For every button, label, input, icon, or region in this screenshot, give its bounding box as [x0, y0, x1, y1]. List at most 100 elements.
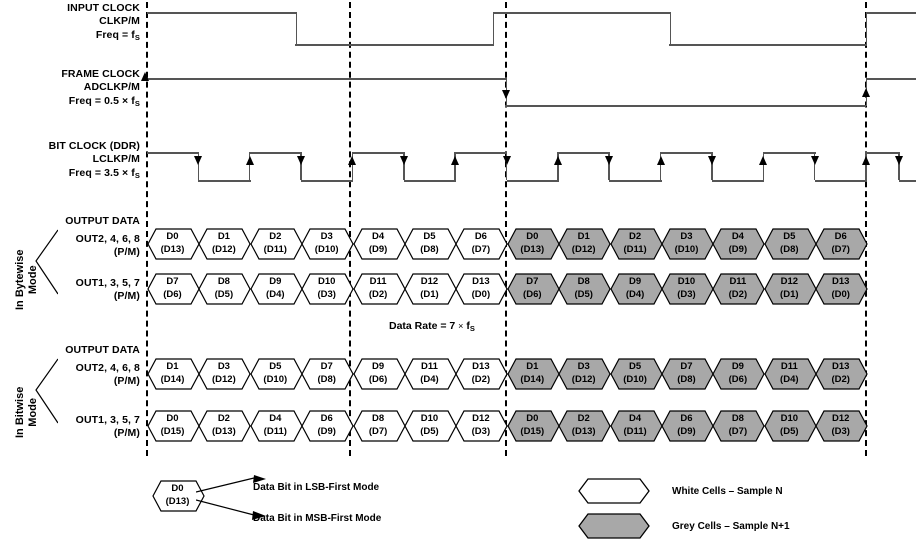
data-rate-sub: S — [469, 324, 475, 333]
data-cell: D10(D5) — [404, 409, 457, 443]
data-cell-bit-lsb: D7 — [526, 276, 539, 287]
data-cell-bit-msb: (D7) — [471, 244, 491, 255]
data-cell-bit-lsb: D8 — [372, 413, 385, 424]
data-cell: D3(D10) — [301, 227, 354, 261]
input-clock-freq-sub: S — [134, 33, 140, 42]
bit-clock-freq-text: Freq = 3.5 × f — [68, 167, 135, 179]
data-cell-bit-lsb: D13 — [831, 276, 850, 287]
data-cell: D3(D12) — [558, 357, 611, 391]
legend-callout-cell: D0(D13) — [152, 479, 205, 513]
data-cell: D5(D10) — [250, 357, 303, 391]
data-cell-bit-lsb: D2 — [269, 231, 282, 242]
data-cell-bit-msb: (D6) — [728, 374, 748, 385]
bit-clock-label-line3: Freq = 3.5 × fS — [0, 167, 140, 182]
data-cell-bit-lsb: D1 — [217, 231, 230, 242]
data-cell: D2(D13) — [198, 409, 252, 443]
data-cell-bit-msb: (D5) — [780, 426, 799, 437]
marker-line-mid — [349, 2, 351, 456]
data-cell-bit-msb: (D4) — [266, 289, 285, 300]
data-cell: D8(D7) — [712, 409, 766, 443]
data-cell-bit-lsb: D4 — [372, 231, 385, 242]
bytewise-brace — [35, 229, 58, 295]
data-rate-times: × — [458, 321, 464, 331]
bitwise-out-odd-label-line2: (P/M) — [113, 427, 140, 439]
data-cell-bit-lsb: D13 — [472, 361, 490, 372]
data-cell: D5(D10) — [609, 357, 663, 391]
bit-clock-label-line1: BIT CLOCK (DDR) — [48, 140, 140, 152]
data-cell: D12(D3) — [455, 409, 509, 443]
data-cell-bit-msb: (D8) — [780, 244, 799, 255]
data-cell-bit-msb: (D5) — [420, 426, 439, 437]
data-cell-bit-lsb: D11 — [421, 361, 438, 372]
bit-clock-fall-arrow — [399, 156, 408, 165]
data-cell-bit-lsb: D5 — [269, 361, 282, 372]
data-cell-bit-msb: (D10) — [314, 244, 339, 255]
data-cell: D4(D9) — [712, 227, 766, 261]
data-cell-bit-msb: (D8) — [317, 374, 336, 385]
data-cell-bit-msb: (D0) — [471, 289, 491, 300]
data-cell: D10(D5) — [764, 409, 817, 443]
bitwise-brace — [35, 358, 58, 424]
data-cell: D11(D4) — [764, 357, 817, 391]
legend-lsb-text: Data Bit in LSB-First Mode — [253, 482, 380, 493]
frame-clock-label-line3: Freq = 0.5 × fS — [0, 95, 140, 110]
data-cell-bit-msb: (D2) — [368, 289, 388, 300]
data-cell-bit-msb: (D6) — [163, 289, 182, 300]
data-cell: D11(D2) — [712, 272, 766, 306]
data-cell: D13 (D2) — [815, 357, 868, 391]
data-cell: D7 (D6) — [507, 272, 560, 306]
data-cell-bit-lsb: D13 — [831, 361, 850, 372]
data-cell-bit-msb: (D7) — [831, 244, 850, 255]
data-cell: D0(D13) — [507, 227, 560, 261]
frame-clock-freq-sub: S — [134, 99, 140, 108]
data-cell: D6(D9) — [301, 409, 354, 443]
data-cell-bit-lsb: D4 — [269, 413, 282, 424]
data-cell-bit-msb: (D4) — [780, 374, 799, 385]
data-cell: D13(D0) — [815, 272, 868, 306]
data-cell-bit-lsb: D4 — [731, 231, 744, 242]
marker-line-start — [146, 2, 148, 456]
data-cell: D1(D14) — [147, 357, 200, 391]
bit-clock-rise-arrow — [862, 156, 870, 165]
input-clock-label-line2: CLKP/M — [99, 15, 140, 27]
bit-clock-fall-arrow — [605, 156, 614, 165]
input-clock-label-line3: Freq = fS — [0, 29, 140, 44]
data-cell-bit-lsb: D6 — [474, 231, 487, 242]
data-cell-bit-lsb: D3 — [217, 361, 230, 372]
data-cell-bit-lsb: D11 — [369, 276, 387, 287]
data-cell: D11(D4) — [404, 357, 457, 391]
bitwise-out-even-label-line2: (P/M) — [113, 375, 140, 387]
data-cell-bit-msb: (D14) — [160, 374, 185, 385]
marker-line-end — [865, 2, 867, 456]
bit-clock-rise-arrow — [656, 156, 665, 165]
data-cell-bit-lsb: D7 — [166, 276, 179, 287]
data-cell-bit-lsb: D2 — [629, 231, 642, 242]
data-cell-bit-msb: (D5) — [574, 289, 593, 300]
data-cell: D6 (D7) — [455, 227, 509, 261]
data-cell: D12(D1) — [764, 272, 817, 306]
data-cell-bit-msb: (D12) — [571, 374, 596, 385]
data-cell-bit-lsb: D10 — [317, 276, 336, 287]
data-cell-bit-lsb: D8 — [217, 276, 230, 287]
data-cell: D0(D15) — [507, 409, 560, 443]
data-cell: D0(D13) — [147, 227, 200, 261]
data-cell: D8(D5) — [198, 272, 252, 306]
bitwise-out-odd-label-line1: OUT1, 3, 5, 7 — [75, 414, 140, 426]
legend-msb-pointer — [196, 499, 266, 520]
data-cell-bit-msb: (D2) — [831, 374, 850, 385]
data-cell: D2(D11) — [609, 227, 663, 261]
data-cell: D2(D13) — [558, 409, 611, 443]
data-cell-bit-lsb: D8 — [731, 413, 744, 424]
data-cell-bit-msb: (D12) — [212, 374, 236, 385]
bit-clock-fall-arrow — [895, 156, 903, 165]
data-cell-bit-msb: (D6) — [523, 289, 542, 300]
bytewise-out-odd-label-line2: (P/M) — [113, 290, 140, 302]
bit-clock-freq-sub: S — [134, 171, 140, 180]
data-cell-bit-msb: (D2) — [728, 289, 748, 300]
data-cell-bit-msb: (D3) — [831, 426, 850, 437]
data-cell-bit-msb: (D11) — [263, 426, 287, 437]
data-cell-bit-msb: (D15) — [160, 426, 185, 437]
data-cell: D7 (D6) — [147, 272, 200, 306]
data-cell-bit-msb: (D11) — [623, 426, 647, 437]
data-cell-bit-msb: (D2) — [471, 374, 491, 385]
